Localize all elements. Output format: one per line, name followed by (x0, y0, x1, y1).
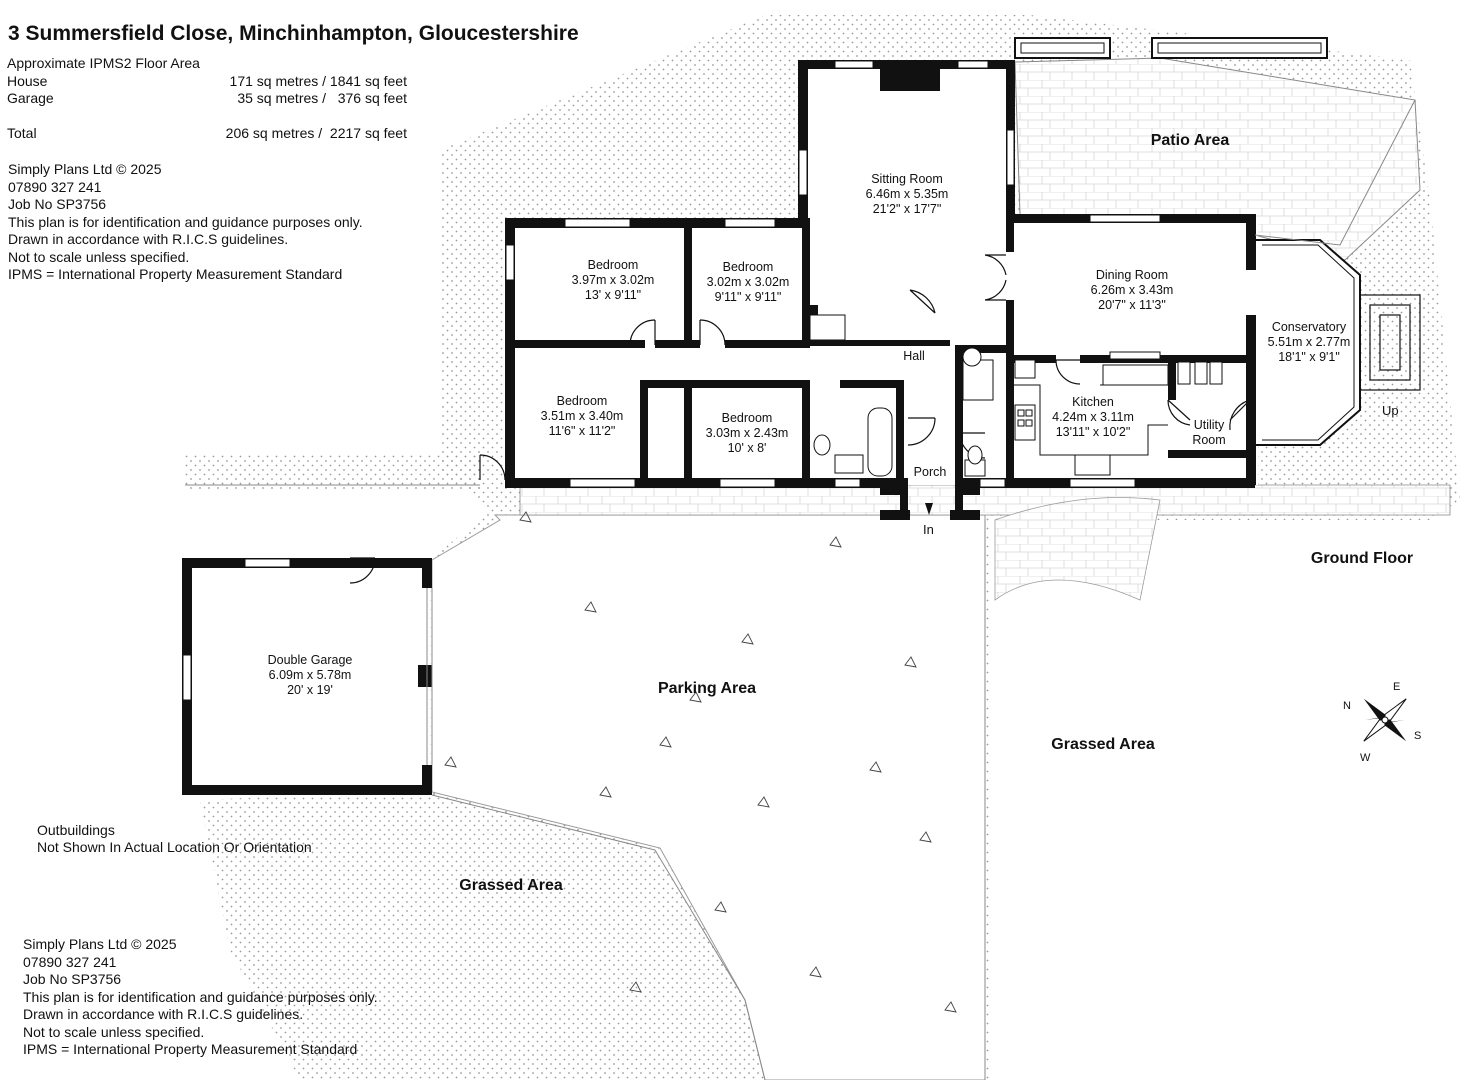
room-imperial: 13' x 9'11" (584, 288, 642, 302)
room-name: Bedroom (556, 394, 608, 408)
room-name: Bedroom (722, 260, 774, 274)
gravel-marks (444, 511, 957, 1013)
room-metric: 5.51m x 2.77m (1267, 335, 1351, 349)
room-name: Utility (1193, 418, 1225, 432)
compass-w: W (1360, 752, 1371, 764)
room-bedroom-4: Bedroom 3.03m x 2.43m 10' x 8' (706, 411, 789, 456)
credit-phone: 07890 327 241 (8, 178, 102, 195)
floor-area-summary: Approximate IPMS2 Floor Area House 171 s… (7, 55, 407, 142)
room-name: Room (1192, 433, 1226, 447)
credit-disclaimer: This plan is for identification and guid… (8, 213, 363, 230)
area-label: Garage (7, 90, 54, 106)
room-imperial: 20' x 19' (287, 683, 333, 697)
page-title: 3 Summersfield Close, Minchinhampton, Gl… (8, 22, 579, 45)
room-double-garage: Double Garage 6.09m x 5.78m 20' x 19' (268, 653, 353, 698)
label-entrance: In (923, 522, 934, 537)
area-label: House (7, 72, 48, 89)
credits-bottom: Simply Plans Ltd © 2025 07890 327 241 Jo… (23, 936, 378, 1059)
room-imperial: 20'7" x 11'3" (1098, 298, 1166, 312)
room-imperial: 18'1" x 9'1" (1278, 350, 1340, 364)
room-conservatory: Conservatory 5.51m x 2.77m 18'1" x 9'1" (1268, 320, 1351, 365)
garden-lower-left (200, 790, 760, 1080)
kitchen-worktop (1014, 384, 1168, 456)
room-imperial: 21'2" x 17'7" (872, 202, 942, 216)
room-metric: 3.51m x 3.40m (540, 409, 624, 423)
label-grassed-area-right: Grassed Area (1051, 736, 1155, 753)
area-row-garage: Garage 35 sq metres / 376 sq feet (7, 90, 407, 108)
label-outbuildings-note: Not Shown In Actual Location Or Orientat… (37, 839, 312, 855)
area-label: Total (7, 124, 37, 141)
credit-company: Simply Plans Ltd © 2025 (23, 936, 177, 952)
patio-paving (519, 57, 1451, 601)
room-name: Bedroom (721, 411, 773, 425)
compass-e: E (1393, 681, 1401, 693)
area-value: 171 sq metres / 1841 sq feet (229, 72, 407, 89)
room-metric: 4.24m x 3.11m (1052, 410, 1134, 424)
room-name: Double Garage (267, 653, 353, 667)
label-grassed-area-left: Grassed Area (459, 877, 563, 894)
garden-strip (185, 455, 480, 490)
credit-phone: 07890 327 241 (23, 953, 117, 970)
room-bedroom-3: Bedroom 3.51m x 3.40m 11'6" x 11'2" (541, 394, 624, 439)
compass-n: N (1343, 700, 1351, 712)
room-metric: 6.26m x 3.43m (1090, 283, 1174, 297)
credits-top: Simply Plans Ltd © 2025 07890 327 241 Jo… (8, 161, 363, 284)
credit-job: Job No SP3756 (23, 971, 122, 987)
steps (1359, 294, 1421, 391)
room-name: Hall (903, 349, 925, 363)
room-hall: Hall (903, 349, 925, 364)
label-outbuildings: Outbuildings (37, 822, 115, 838)
room-imperial: 9'11" x 9'11" (714, 290, 782, 304)
room-imperial: 13'11" x 10'2" (1055, 425, 1131, 439)
room-imperial: 11'6" x 11'2" (548, 424, 616, 438)
room-name: Sitting Room (871, 172, 943, 186)
label-parking-area: Parking Area (657, 680, 757, 697)
room-bedroom-2: Bedroom 3.02m x 3.02m 9'11" x 9'11" (707, 260, 790, 305)
room-metric: 3.02m x 3.02m (706, 275, 790, 289)
label-up: Up (1382, 403, 1399, 418)
credit-ipms: IPMS = International Property Measuremen… (23, 1041, 358, 1057)
room-name: Kitchen (1072, 395, 1114, 409)
boundary-lines (185, 99, 1416, 1080)
area-row-house: House 171 sq metres / 1841 sq feet (7, 73, 407, 91)
credit-scale: Not to scale unless specified. (23, 1023, 205, 1040)
entrance-arrow-icon (925, 503, 933, 515)
patio-planters (1014, 37, 1328, 59)
credit-scale: Not to scale unless specified. (8, 248, 190, 265)
room-porch: Porch (914, 465, 947, 480)
room-bedroom-1: Bedroom 3.97m x 3.02m 13' x 9'11" (572, 258, 655, 303)
label-patio-area: Patio Area (1150, 132, 1230, 149)
label-ground-floor: Ground Floor (1310, 550, 1414, 567)
credit-disclaimer: This plan is for identification and guid… (23, 988, 378, 1005)
room-kitchen: Kitchen 4.24m x 3.11m 13'11" x 10'2" (1052, 395, 1134, 440)
room-metric: 6.09m x 5.78m (268, 668, 352, 682)
compass-s: S (1414, 730, 1422, 742)
area-heading: Approximate IPMS2 Floor Area (7, 55, 200, 71)
room-name: Dining Room (1095, 268, 1169, 282)
compass-rose (1363, 698, 1407, 742)
credit-company: Simply Plans Ltd © 2025 (8, 161, 162, 177)
area-value: 206 sq metres / 2217 sq feet (225, 124, 407, 141)
room-metric: 3.03m x 2.43m (705, 426, 789, 440)
garage-door (426, 588, 433, 765)
room-name: Bedroom (587, 258, 639, 272)
area-row-total: Total 206 sq metres / 2217 sq feet (7, 125, 407, 143)
room-metric: 6.46m x 5.35m (865, 187, 949, 201)
credit-ipms: IPMS = International Property Measuremen… (8, 266, 343, 282)
room-name: Conservatory (1271, 320, 1347, 334)
windows (182, 60, 1161, 701)
area-value: 35 sq metres / 376 sq feet (237, 90, 407, 106)
room-sitting-room: Sitting Room 6.46m x 5.35m 21'2" x 17'7" (866, 172, 949, 217)
credit-job: Job No SP3756 (8, 196, 107, 212)
fixtures (809, 314, 1223, 477)
room-imperial: 10' x 8' (727, 441, 767, 455)
room-utility: Utility Room (1192, 418, 1225, 448)
credit-rics: Drawn in accordance with R.I.C.S guideli… (23, 1006, 304, 1022)
room-dining-room: Dining Room 6.26m x 3.43m 20'7" x 11'3" (1091, 268, 1174, 313)
room-metric: 3.97m x 3.02m (571, 273, 655, 287)
room-name: Porch (913, 465, 947, 479)
credit-rics: Drawn in accordance with R.I.C.S guideli… (8, 231, 289, 247)
